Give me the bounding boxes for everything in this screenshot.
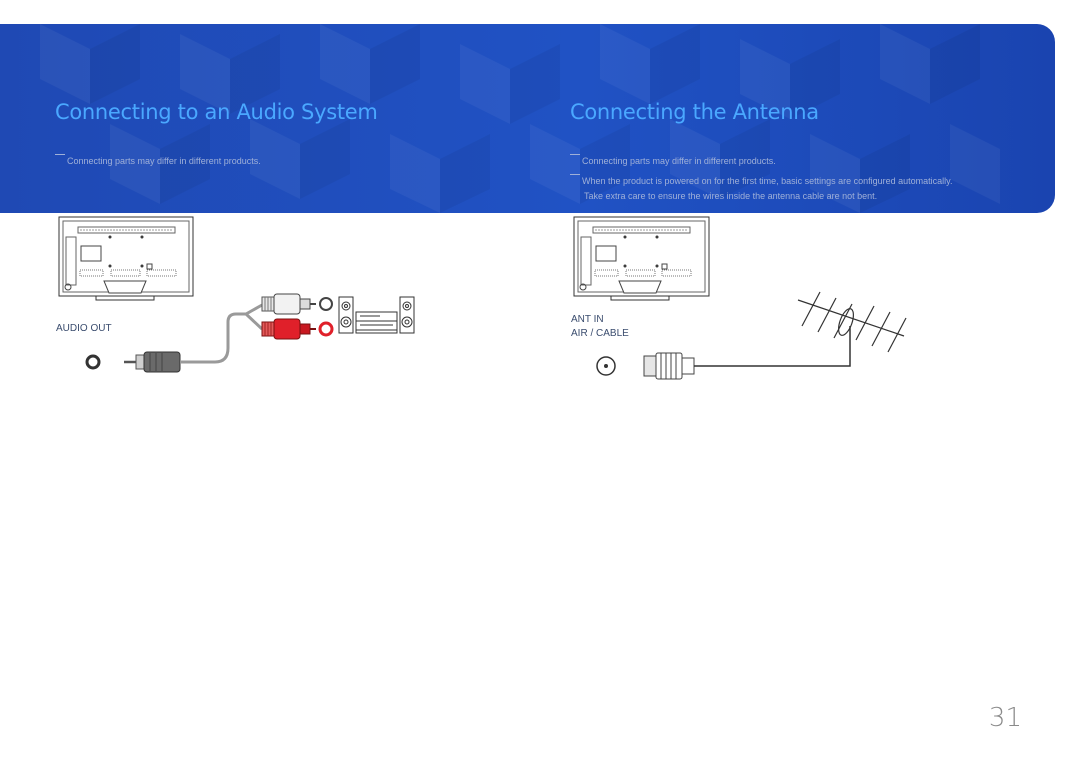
note-dash-icon: [570, 174, 580, 175]
audio-cable: [180, 303, 263, 364]
rca-port-red-icon: [318, 321, 334, 337]
cube-pattern-background: [40, 24, 1000, 213]
antenna-note-3-text: Take extra care to ensure the wires insi…: [584, 191, 878, 201]
mini-jack-plug-icon: [124, 351, 181, 373]
audio-system-icon: [338, 296, 415, 334]
ant-in-label: ANT IN: [571, 314, 604, 325]
antenna-note-1: Connecting parts may differ in different…: [570, 154, 776, 168]
rca-port-white-icon: [319, 297, 333, 311]
audio-out-label: AUDIO OUT: [56, 323, 112, 334]
rca-plug-red-icon: [261, 318, 316, 340]
antenna-cable: [694, 326, 851, 367]
antenna-port-icon: [596, 356, 616, 376]
audio-section-title: Connecting to an Audio System: [55, 100, 378, 124]
note-dash-icon: [55, 154, 65, 155]
audio-note-text: Connecting parts may differ in different…: [67, 156, 261, 166]
antenna-note-2-text: When the product is powered on for the f…: [582, 176, 953, 186]
monitor-back-right-icon: [573, 216, 710, 301]
audio-note: Connecting parts may differ in different…: [55, 154, 261, 168]
antenna-note-3: Take extra care to ensure the wires insi…: [584, 189, 877, 203]
antenna-note-2: When the product is powered on for the f…: [570, 174, 953, 188]
rca-plug-white-icon: [261, 293, 316, 315]
air-cable-label: AIR / CABLE: [571, 328, 629, 339]
antenna-icon: [797, 291, 907, 353]
audio-out-port-icon: [85, 354, 101, 370]
note-dash-icon: [570, 154, 580, 155]
monitor-back-left-icon: [58, 216, 194, 301]
antenna-section-title: Connecting the Antenna: [570, 100, 819, 124]
page-number: 31: [988, 703, 1022, 733]
antenna-note-1-text: Connecting parts may differ in different…: [582, 156, 776, 166]
header-banner: [0, 24, 1055, 213]
coax-connector-icon: [643, 352, 695, 380]
audio-cable-branch: [244, 312, 264, 331]
